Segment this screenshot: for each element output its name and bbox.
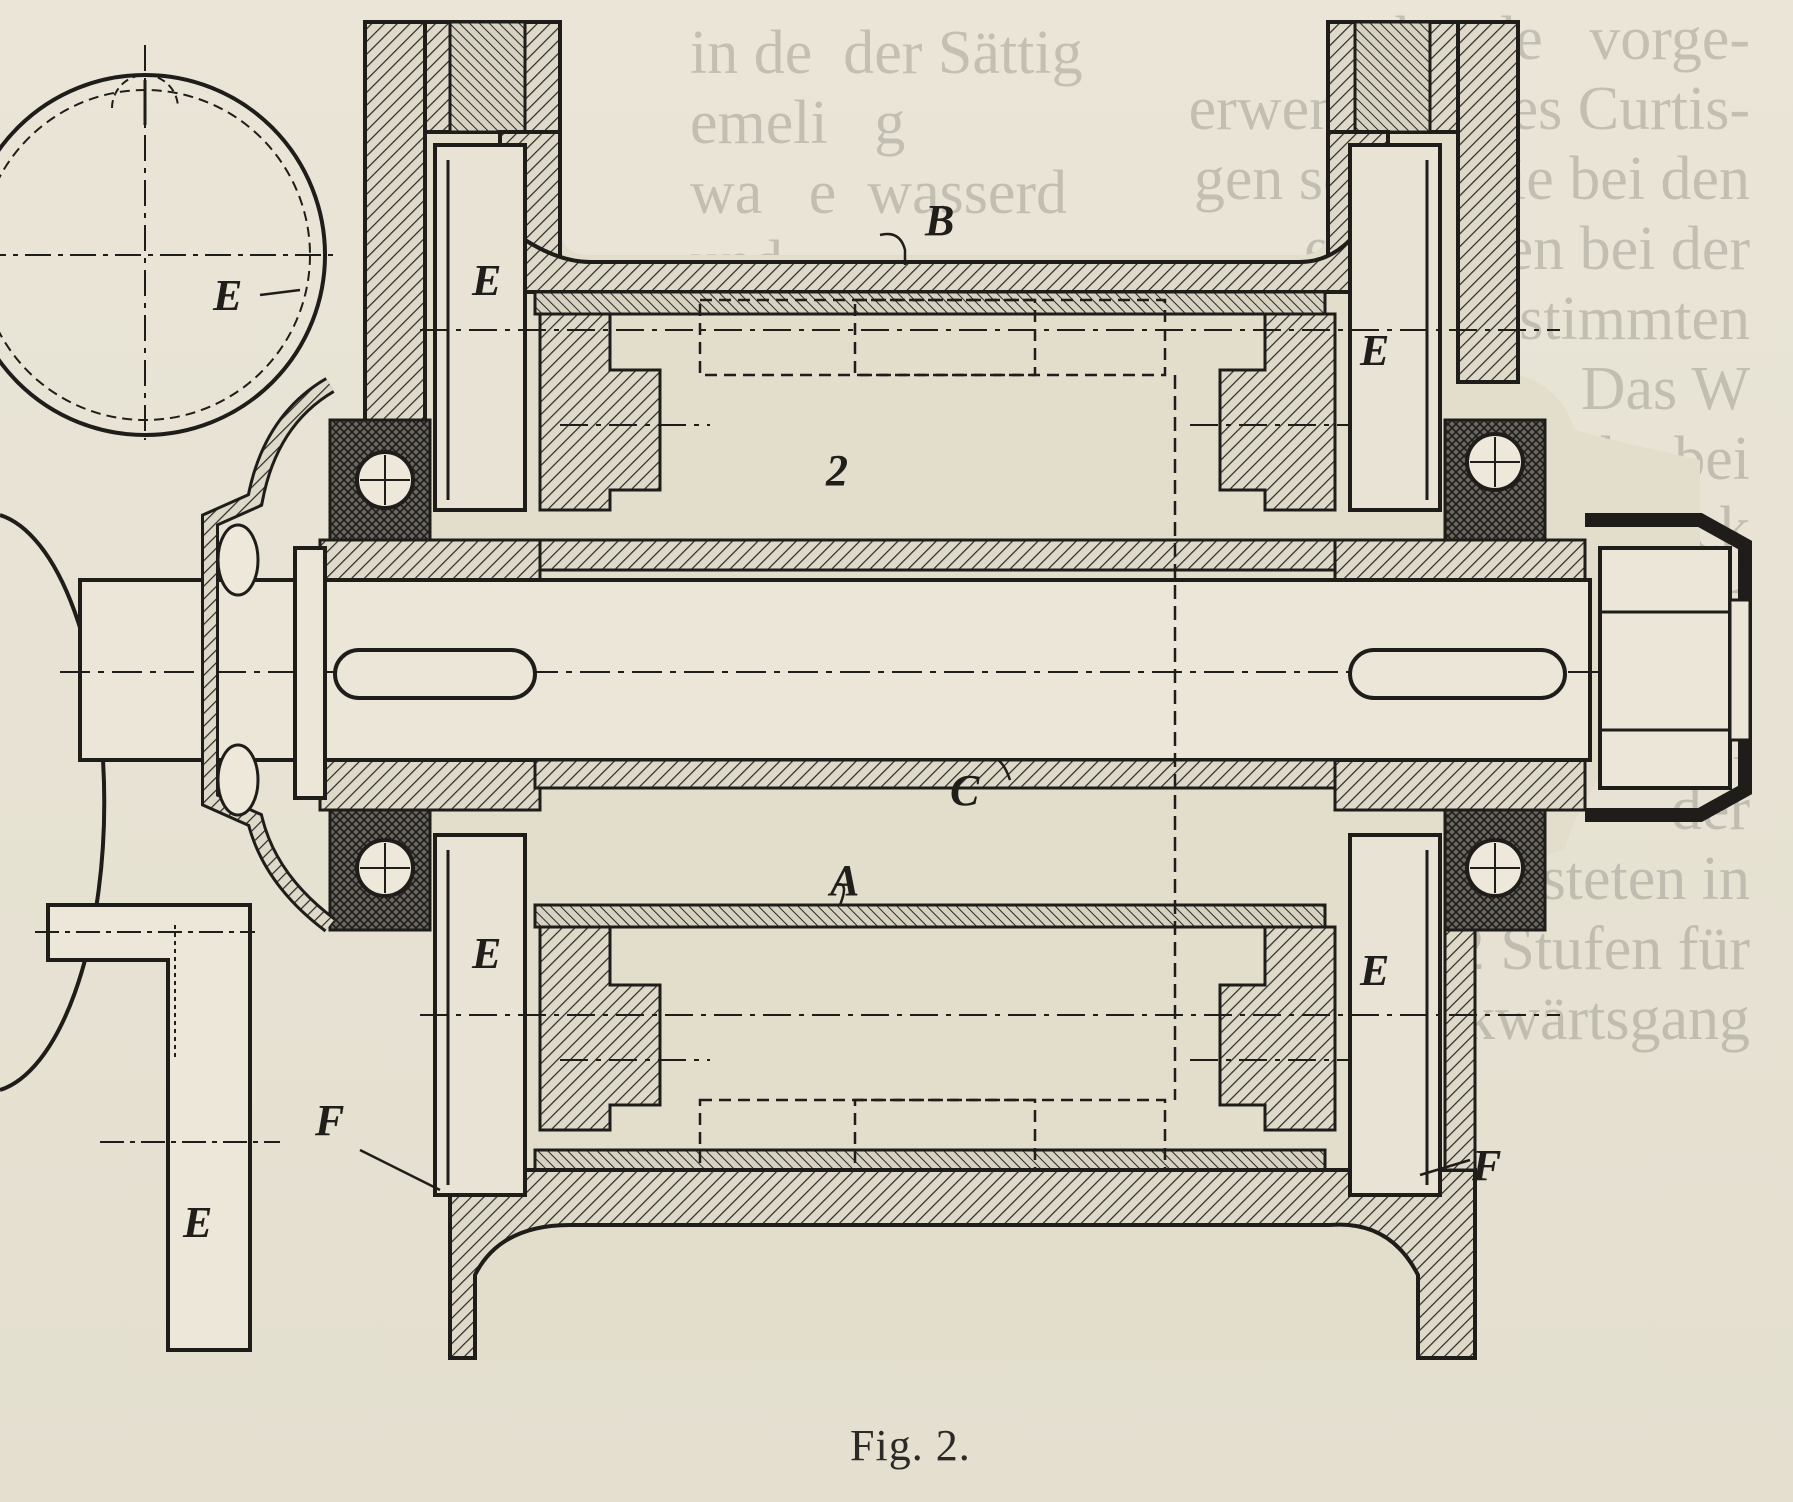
label-e-disc-side: E xyxy=(212,271,242,320)
label-c: C xyxy=(950,766,980,815)
turbine-body xyxy=(60,20,1752,1360)
label-f-right: F xyxy=(1471,1141,1501,1190)
label-a: A xyxy=(827,856,859,905)
label-f-left: F xyxy=(314,1096,344,1145)
label-e-vane: E xyxy=(182,1198,212,1247)
label-e-upper-left: E xyxy=(471,256,501,305)
label-e-lower-left: E xyxy=(471,929,501,978)
label-e-upper-right: E xyxy=(1359,326,1389,375)
label-stage-2: 2 xyxy=(825,446,848,495)
wheel-arc xyxy=(0,513,107,1092)
figure-caption: Fig. 2. xyxy=(850,1421,971,1470)
vane-profile xyxy=(35,903,280,1352)
label-e-lower-right: E xyxy=(1359,946,1389,995)
label-b: B xyxy=(924,196,954,245)
disc-e-side-view xyxy=(0,45,335,440)
